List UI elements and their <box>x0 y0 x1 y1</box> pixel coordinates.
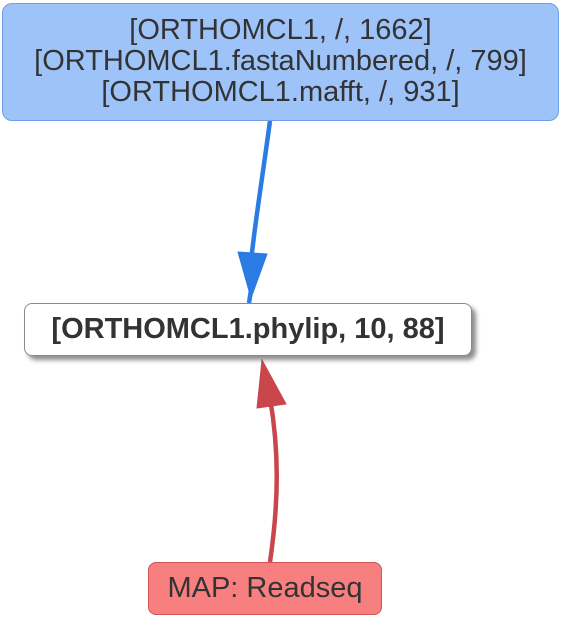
node-label: [ORTHOMCL1.phylip, 10, 88] <box>51 313 445 345</box>
node-line: [ORTHOMCL1.fastaNumbered, /, 799] <box>34 45 527 77</box>
edge-top-to-phylip <box>248 120 273 263</box>
node-map-readseq[interactable]: MAP: Readseq <box>148 562 382 615</box>
node-orthomcl1-inputs[interactable]: [ORTHOMCL1, /, 1662] [ORTHOMCL1.fastaNum… <box>2 3 559 121</box>
edge-top-to-phylip-tail <box>246 289 254 304</box>
edge-readseq-to-phylip <box>267 397 279 563</box>
arrowhead-up <box>256 358 287 409</box>
node-orthomcl1-phylip[interactable]: [ORTHOMCL1.phylip, 10, 88] <box>24 303 472 356</box>
arrowhead-down <box>237 251 268 300</box>
node-line: [ORTHOMCL1.mafft, /, 931] <box>101 76 460 108</box>
node-line: [ORTHOMCL1, /, 1662] <box>129 14 432 46</box>
node-label: MAP: Readseq <box>167 572 363 604</box>
